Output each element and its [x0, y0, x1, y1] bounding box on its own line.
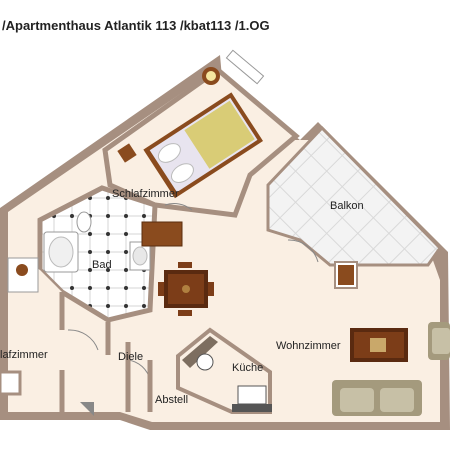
room-label-schlafzimmer: Schlafzimmer	[112, 188, 179, 200]
room-label-bad: Bad	[92, 259, 112, 271]
sink-kitchen	[237, 385, 267, 405]
room-label-diele: Diele	[118, 351, 143, 363]
bed	[143, 92, 264, 199]
entrance-marker	[80, 402, 94, 416]
room-label-balkon: Balkon	[330, 200, 364, 212]
plan-title: /Apartmenthaus Atlantik 113 /kbat113 /1.…	[2, 18, 270, 33]
toilet	[76, 211, 92, 233]
sofa	[332, 380, 422, 416]
stove-icon	[196, 353, 214, 371]
room-label-schlafzimmer-2: lafzimmer	[0, 349, 48, 361]
window	[225, 49, 265, 85]
bad-floor	[37, 185, 158, 323]
dining-table	[158, 262, 214, 316]
coffee-table	[350, 328, 408, 362]
kitchen-counter	[182, 336, 218, 368]
balkon-floor	[266, 125, 442, 267]
nightstand	[117, 143, 137, 163]
room-label-kueche: Küche	[232, 362, 263, 374]
cabinet	[141, 221, 183, 247]
room-label-abstell: Abstell	[155, 394, 188, 406]
room-label-wohnzimmer: Wohnzimmer	[276, 340, 341, 352]
